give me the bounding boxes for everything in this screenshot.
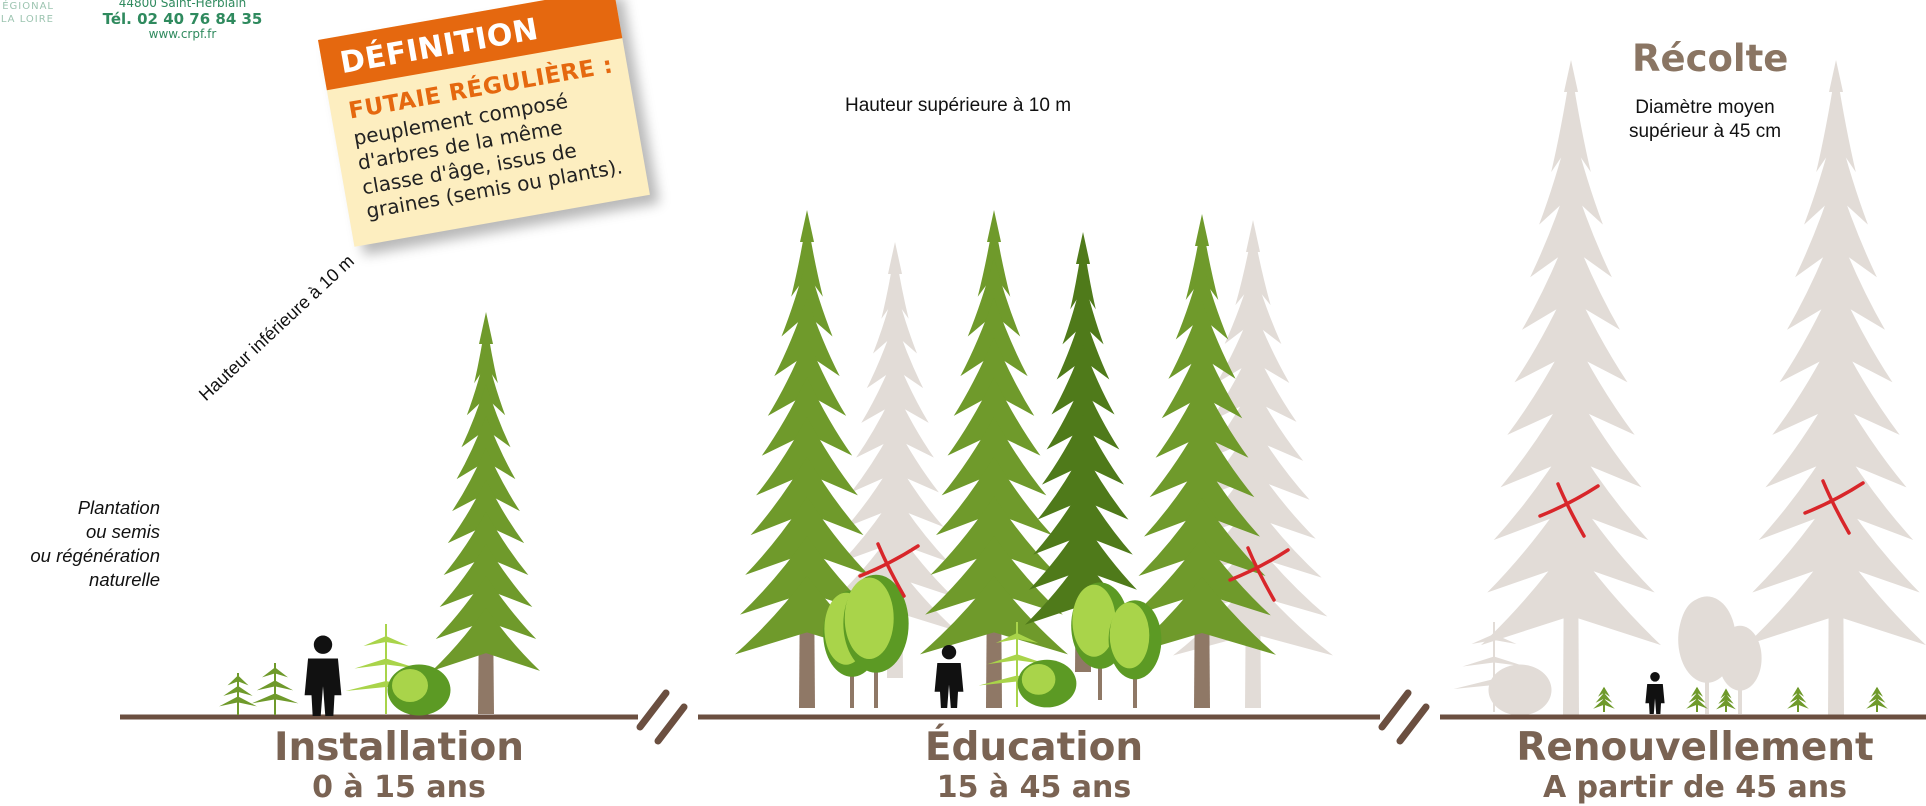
cut-mark-icon bbox=[1803, 479, 1865, 535]
stage-installation-age: 0 à 15 ans bbox=[312, 770, 486, 805]
seedling-icon bbox=[219, 673, 257, 715]
ghost-tree-icon bbox=[1746, 60, 1926, 717]
conifer-tree-icon bbox=[920, 210, 1068, 708]
contact-address: 44800 Saint-Herblain bbox=[118, 0, 247, 10]
person-silhouette-icon bbox=[934, 645, 964, 708]
ghost-tree-icon bbox=[1481, 60, 1661, 717]
person-silhouette-icon bbox=[1645, 672, 1665, 714]
seedling-icon bbox=[1787, 686, 1809, 712]
bush-icon bbox=[1017, 659, 1077, 708]
planting-label: Plantation ou semis ou régénération natu… bbox=[30, 497, 160, 590]
bush-icon bbox=[387, 664, 451, 716]
contact-website[interactable]: www.crpf.fr bbox=[148, 27, 217, 42]
seedling-icon bbox=[1686, 686, 1708, 712]
conifer-tree-icon bbox=[735, 210, 879, 708]
timeline-break-icon bbox=[636, 687, 698, 747]
stage-renewal-title: Renouvellement bbox=[1516, 725, 1874, 770]
cut-mark-icon bbox=[1228, 546, 1290, 602]
broadleaf-tree-icon bbox=[1108, 600, 1162, 708]
height-above-label: Hauteur supérieure à 10 m bbox=[845, 95, 1072, 116]
stage-installation-title: Installation bbox=[273, 725, 525, 770]
seedling-icon bbox=[251, 663, 299, 715]
ghost-broadleaf-icon bbox=[1718, 625, 1762, 714]
stage-renewal-age: A partir de 45 ans bbox=[1543, 770, 1847, 805]
conifer-tree-icon bbox=[432, 312, 540, 714]
ghost-bush-icon bbox=[1488, 664, 1552, 716]
diameter-label: Diamètre moyen supérieur à 45 cm bbox=[1628, 97, 1782, 142]
stage-education-title: Éducation bbox=[924, 725, 1144, 770]
conifer-tree-icon bbox=[1128, 214, 1276, 708]
seedling-icon bbox=[1593, 686, 1615, 712]
broadleaf-tree-icon bbox=[843, 574, 909, 708]
timeline-break-icon bbox=[1378, 687, 1440, 747]
stage-education-age: 15 à 45 ans bbox=[936, 770, 1132, 805]
org-name-fragment: ÉGIONAL LA LOIRE bbox=[0, 1, 54, 25]
cut-mark-icon bbox=[1538, 482, 1600, 538]
person-silhouette-icon bbox=[304, 635, 342, 716]
cut-mark-icon bbox=[858, 542, 920, 598]
contact-phone: Tél. 02 40 76 84 35 bbox=[102, 9, 263, 28]
seedling-icon bbox=[1716, 688, 1736, 712]
ghost-seedling-icon bbox=[1453, 622, 1535, 712]
contact-block: 44800 Saint-Herblain Tél. 02 40 76 84 35… bbox=[80, 0, 285, 42]
harvest-title: Récolte bbox=[1632, 37, 1789, 80]
ghost-broadleaf-icon bbox=[1678, 596, 1736, 714]
seedling-icon bbox=[1866, 686, 1888, 712]
